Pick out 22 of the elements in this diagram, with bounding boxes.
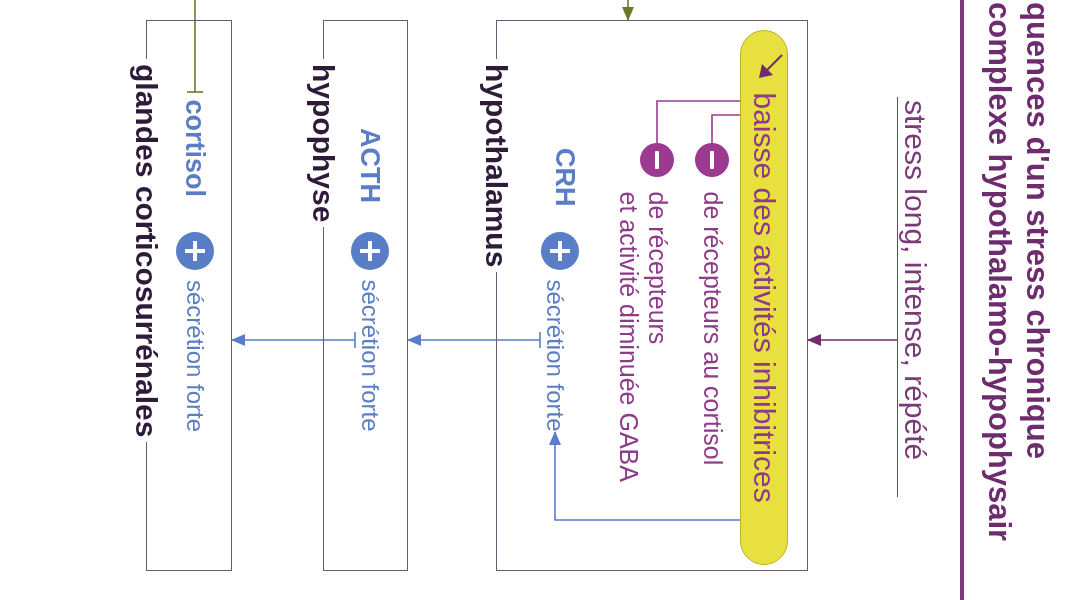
arrow xyxy=(622,0,634,21)
highlight-pill xyxy=(740,29,789,565)
secretion-label: sécrétion forte xyxy=(181,280,210,433)
bar-ended-line xyxy=(187,0,203,93)
arrow xyxy=(407,332,541,348)
hormone-label: cortisol xyxy=(180,91,211,198)
title: quences d'un stress chronique complexe hypothalamo-hypophysair xyxy=(981,2,1056,542)
hormone-label: CRH xyxy=(550,148,580,207)
connector-line xyxy=(711,114,741,144)
arrow xyxy=(231,332,356,348)
connector-line xyxy=(656,100,741,144)
arrow xyxy=(549,431,741,521)
hormone-label: ACTH xyxy=(355,128,385,203)
effect-label: de récepteurs et activité diminuée GABA xyxy=(614,191,672,482)
secretion-label: sécrétion forte xyxy=(355,279,386,432)
pill-text: baisse des activités inhibitrices xyxy=(747,92,783,503)
arrow xyxy=(807,334,898,346)
secretion-label: sécrétion forte xyxy=(540,279,571,432)
minus-icon xyxy=(695,142,730,177)
minus-icon xyxy=(640,142,675,177)
effect-label: de récepteurs au cortisol xyxy=(698,191,727,466)
stress-label: stress long, intense, répété xyxy=(897,97,931,497)
